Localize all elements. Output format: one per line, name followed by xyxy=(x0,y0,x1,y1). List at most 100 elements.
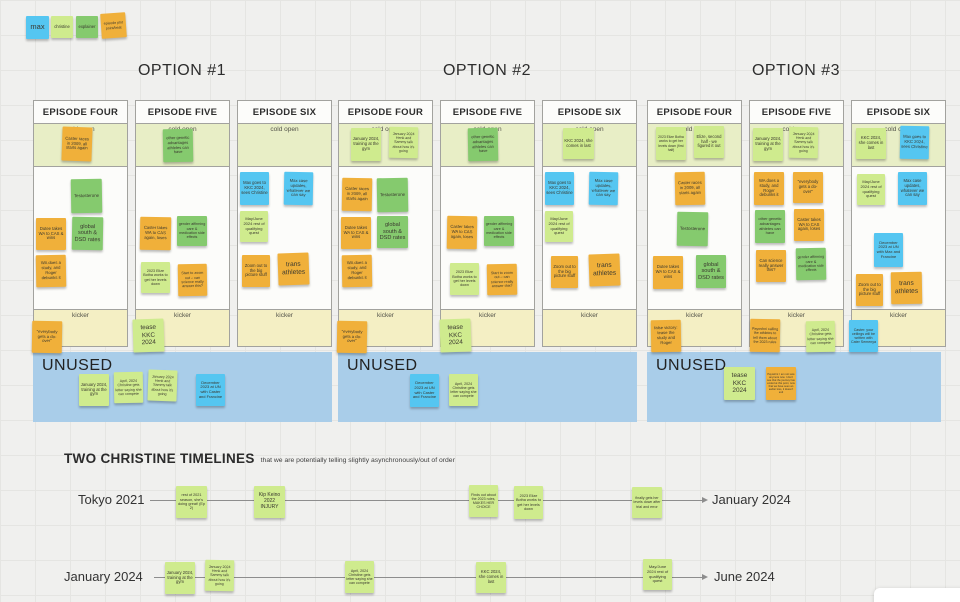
unused-section: UNUSED xyxy=(33,352,332,422)
sticky-note[interactable]: finally gets her levels down after trial… xyxy=(632,487,662,518)
kicker-band: kicker xyxy=(543,309,636,346)
sticky-note[interactable]: tease KKC 2024 xyxy=(132,318,165,353)
column-header: EPISODE FIVE xyxy=(147,106,218,118)
column-header: EPISODE SIX xyxy=(557,106,622,118)
timeline-arrowhead-icon xyxy=(702,574,708,580)
sticky-note[interactable]: christine xyxy=(51,16,73,38)
sticky-note[interactable]: 2023 Elize Botha works to get her levels… xyxy=(450,263,479,295)
sticky-note[interactable]: Testosterone xyxy=(676,211,709,247)
sticky-note[interactable]: Dutee takes WA to CAS & wins xyxy=(341,217,371,249)
sticky-note[interactable]: WA does a study, and Roger debunks it xyxy=(35,254,67,288)
sticky-note[interactable]: WA does a study, and Roger debunks it xyxy=(754,172,784,205)
sticky-note[interactable]: Caster races in 2009, all starts again xyxy=(674,171,706,206)
sticky-note[interactable]: Start to zoom out – can science really a… xyxy=(486,263,518,296)
sticky-note[interactable]: WA does a study, and Roger debunks it xyxy=(341,254,373,288)
sticky-note[interactable]: Caster takes WA to CAS again, loses xyxy=(139,216,172,251)
sticky-note[interactable]: Zoom out to the big picture stuff xyxy=(856,274,883,306)
sticky-note[interactable]: Max case updates, whatever we can say xyxy=(898,172,927,205)
sticky-note[interactable]: Max goes to KKC 2024, sees Christine xyxy=(240,172,269,205)
sticky-note[interactable]: false victory: tease the study and Roger xyxy=(650,319,682,353)
sticky-note[interactable]: Dutee takes WA to CAS & wins xyxy=(653,256,683,289)
sticky-note[interactable]: Max goes to KKC 2024, sees Christine xyxy=(899,125,930,160)
sticky-note[interactable]: global south & DSD rates xyxy=(377,216,408,248)
sticky-note[interactable]: Finds out about the 2023 rules, MAKES HE… xyxy=(469,485,498,517)
sticky-note[interactable]: Payoshni: I am not sure anymore now. I d… xyxy=(766,367,796,400)
sticky-note[interactable]: "everybody gets a do-over" xyxy=(793,172,823,203)
sticky-note[interactable]: KKC 2024, she comes in last xyxy=(476,562,506,593)
sticky-note[interactable]: other genetic advantages athletes can ha… xyxy=(467,127,499,162)
sticky-note[interactable]: January 2024, training at the gym xyxy=(753,128,783,161)
sticky-note[interactable]: rest of 2021 season, she's doing great! … xyxy=(176,486,207,518)
sticky-note[interactable]: trans athletes xyxy=(277,252,310,286)
sticky-note[interactable]: May/June 2024 rest of qualifying quest xyxy=(240,211,268,242)
sticky-note[interactable]: Max case updates, whatever we can say xyxy=(588,171,619,206)
sticky-note[interactable]: April, 2024 Christine gets letter saying… xyxy=(345,561,374,593)
sticky-note[interactable]: trans athletes xyxy=(588,253,621,287)
floating-panel[interactable] xyxy=(874,588,960,602)
sticky-note[interactable]: Kip Keino 2022 INJURY xyxy=(254,486,285,518)
sticky-note[interactable]: Caster takes WA to CAS again, loses xyxy=(446,215,478,250)
sticky-note[interactable]: January 2024 Henk and Sammy talk about h… xyxy=(788,126,819,159)
sticky-note[interactable]: May/June 2024 rest of qualifying quest xyxy=(643,559,672,590)
column-header: EPISODE FIVE xyxy=(761,106,832,118)
sticky-note[interactable]: Caster races in 2009, all starts again xyxy=(61,126,93,162)
sticky-note[interactable]: December 2023 at UN with Caster and Fran… xyxy=(196,374,225,406)
sticky-note[interactable]: max xyxy=(26,16,49,39)
sticky-note[interactable]: Start to zoom out – can science really a… xyxy=(177,263,208,297)
sticky-note[interactable]: December 2023 at UN with Caster and Fran… xyxy=(410,374,439,407)
sticky-note[interactable]: tease KKC 2024 xyxy=(724,367,755,400)
sticky-note[interactable]: other genetic advantages athletes can ha… xyxy=(162,128,194,163)
sticky-note[interactable]: "everybody gets a do-over" xyxy=(336,320,368,354)
column-header: EPISODE FIVE xyxy=(452,106,523,118)
sticky-note[interactable]: explainer xyxy=(76,16,98,38)
sticky-note[interactable]: Caster takes WA to CAS again, loses xyxy=(794,209,824,241)
sticky-note[interactable]: January 2024, training at the gym xyxy=(351,128,381,161)
sticky-note[interactable]: Zoom out to the big picture stuff xyxy=(242,255,270,287)
sticky-note[interactable]: Max case updates, whatever we can say xyxy=(283,171,314,206)
sticky-note[interactable]: 2023 Elize Botha works to get her levels… xyxy=(514,486,543,519)
sticky-note[interactable]: "everybody gets a do-over" xyxy=(31,320,63,354)
sticky-note[interactable]: January 2024, training at the gym xyxy=(165,562,195,594)
sticky-note[interactable]: global south & DSD rates xyxy=(696,255,726,288)
sticky-note[interactable]: tease KKC 2024 xyxy=(439,318,472,353)
sticky-note[interactable]: Elize, second half - we figured it out xyxy=(694,126,724,158)
kicker-band: kicker xyxy=(238,309,331,346)
sticky-note[interactable]: December 2023 at UN with Max and Francin… xyxy=(874,233,903,267)
sticky-note[interactable]: January 2024, training at the gym xyxy=(79,374,109,406)
sticky-note[interactable]: January 2024 Henk and Sammy talk about h… xyxy=(204,559,235,592)
sticky-note[interactable]: gender affirming care & medication side … xyxy=(795,247,827,281)
sticky-note[interactable]: January 2024 Henk and Sammy talk about h… xyxy=(147,369,178,402)
sticky-note[interactable]: KKC 2024, she comes in last xyxy=(856,128,886,159)
sticky-note[interactable]: Max goes to KKC 2024, sees Christine xyxy=(545,172,574,205)
sticky-note[interactable]: May/June 2024 rest of qualifying quest xyxy=(545,211,573,242)
timeline-end-label: June 2024 xyxy=(714,569,775,584)
sticky-note[interactable]: gender affirming care & medication side … xyxy=(484,216,514,246)
sticky-note[interactable]: January 2024 Henk and Sammy talk about h… xyxy=(388,126,419,159)
sticky-note[interactable]: Caster races in 2009, all starts again xyxy=(341,177,373,212)
sticky-note[interactable]: Payoshni calling the athletes to tell th… xyxy=(749,318,781,353)
sticky-note[interactable]: Dutee takes WA to CAS & wins xyxy=(36,218,66,250)
sticky-note[interactable]: trans athletes xyxy=(890,271,923,305)
sticky-note[interactable]: gender affirming care & medication side … xyxy=(177,216,207,246)
sticky-note[interactable]: other genetic advantages athletes can ha… xyxy=(755,210,785,243)
unused-section: UNUSED xyxy=(338,352,637,422)
sticky-note[interactable]: Testosterone xyxy=(70,178,103,214)
column-header: EPISODE FOUR xyxy=(42,106,119,118)
unused-label: UNUSED xyxy=(656,357,727,374)
sticky-note[interactable]: April, 2024 Christine gets letter saying… xyxy=(805,320,836,353)
sticky-note[interactable]: episode plot point/beat xyxy=(100,12,127,39)
sticky-note[interactable]: KKC 2024, she comes in last xyxy=(563,128,594,159)
sticky-note[interactable]: April, 2024 Christine gets letter saying… xyxy=(449,374,478,406)
sticky-note[interactable]: Zoom out to the big picture stuff xyxy=(551,256,578,288)
sticky-note[interactable]: Caster: your ceilings will be written wi… xyxy=(849,320,878,352)
sticky-note[interactable]: 2023 Elize Botha works to get her levels… xyxy=(141,262,170,293)
sticky-note[interactable]: global south & DSD rates xyxy=(71,216,104,251)
sticky-note[interactable]: Testosterone xyxy=(376,177,409,213)
option-title: OPTION #2 xyxy=(442,62,532,79)
sticky-note[interactable]: April, 2024 Christine gets letter saying… xyxy=(113,371,144,404)
sticky-note[interactable]: Can science really answer this? xyxy=(756,250,786,282)
sticky-note[interactable]: 2023 Elize Botha works to get her levels… xyxy=(656,127,686,160)
timelines-heading: TWO CHRISTINE TIMELINES xyxy=(64,451,255,466)
sticky-note[interactable]: May/June 2024 rest of qualifying quest xyxy=(857,174,885,205)
